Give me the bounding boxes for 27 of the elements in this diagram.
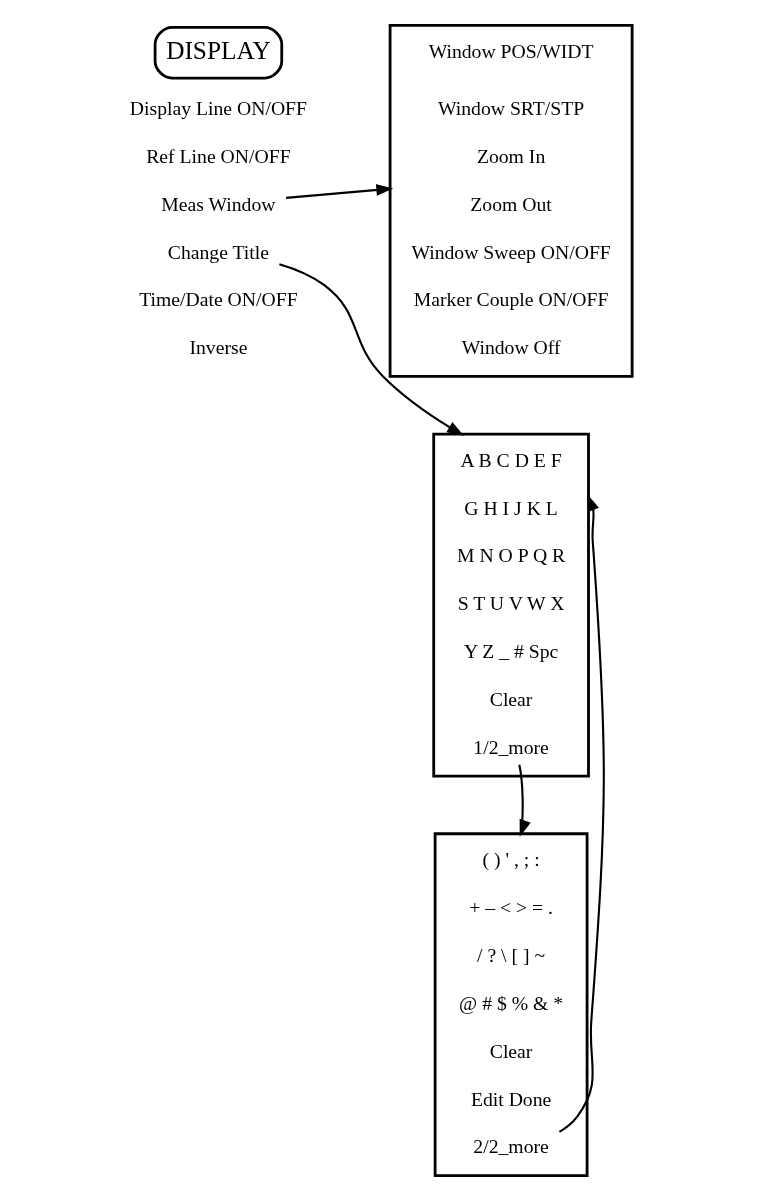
node-text: Meas Window (160, 192, 276, 215)
node-text: Zoom In (476, 144, 545, 167)
node-text: Window SRT/STP (437, 96, 584, 119)
node-text: Window POS/WIDT (428, 39, 594, 62)
node-text: G H I J K L (463, 496, 558, 519)
node-text: Edit Done (470, 1087, 551, 1110)
node-text: ( ) ' , ; : (482, 848, 540, 871)
node-text: @ # $ % & * (458, 991, 563, 1014)
node-text: + – < > = . (468, 896, 553, 919)
node-text: Window Off (461, 336, 561, 359)
node-text: / ? \ [ ] ~ (476, 944, 545, 967)
node-text: M N O P Q R (456, 544, 565, 567)
node-text: Display Line ON/OFF (129, 96, 307, 119)
node-text: 1/2_more (472, 735, 549, 758)
node-text: Ref Line ON/OFF (145, 144, 291, 167)
node-text: Window Sweep ON/OFF (410, 240, 611, 263)
node-text: Zoom Out (469, 192, 552, 215)
node-text: Time/Date ON/OFF (138, 288, 298, 311)
node-text: Clear (489, 687, 532, 710)
node-text: Y Z _ # Spc (463, 640, 558, 663)
node-text: Inverse (188, 336, 247, 359)
node-text: S T U V W X (457, 592, 564, 615)
node-text: 2/2_more (472, 1135, 549, 1158)
node-text: A B C D E F (460, 448, 562, 471)
node-text: Marker Couple ON/OFF (413, 288, 608, 311)
node-text: Change Title (167, 240, 269, 263)
node-text: Clear (489, 1039, 532, 1062)
